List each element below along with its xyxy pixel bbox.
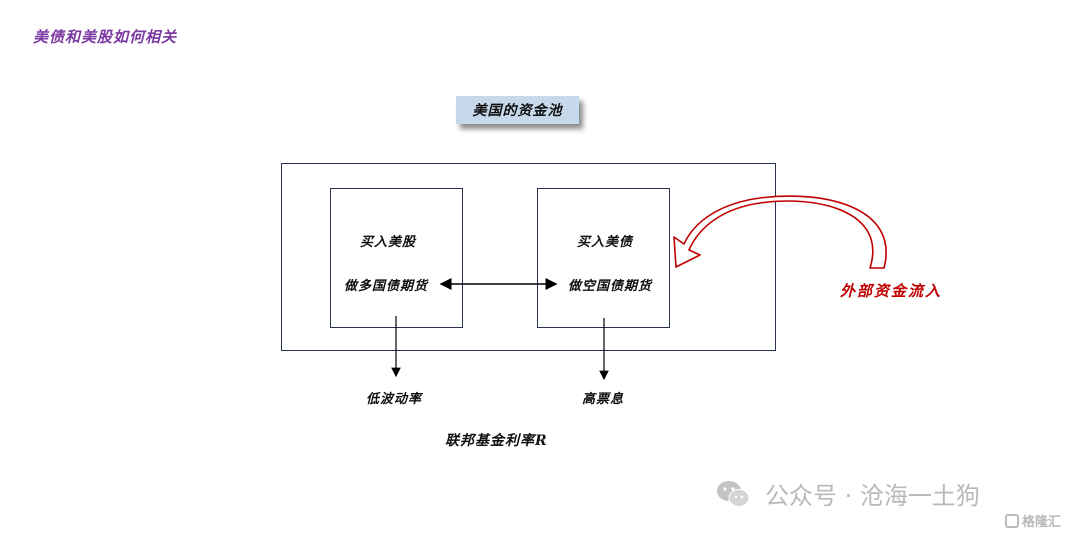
gelonghui-logo-text: 格隆汇 xyxy=(1022,515,1062,530)
high-coupon-label: 高票息 xyxy=(582,392,625,407)
stock-box xyxy=(330,188,463,328)
external-inflow-label: 外部资金流入 xyxy=(840,282,943,300)
gelonghui-logo-icon xyxy=(1005,513,1019,528)
capital-pool-box xyxy=(281,163,776,351)
watermark-text: 公众号 · 沧海一土狗 xyxy=(765,482,980,510)
bond-box xyxy=(537,188,670,328)
watermark: 公众号 · 沧海一土狗 xyxy=(715,476,980,511)
gelonghui-logo: 格隆汇 xyxy=(1005,511,1061,530)
slide-title: 美债和美股如何相关 xyxy=(33,28,178,46)
wechat-icon xyxy=(717,480,750,507)
stock-box-line1: 买入美股 xyxy=(360,235,417,250)
external-inflow-arrow xyxy=(673,195,887,269)
stock-box-line2: 做多国债期货 xyxy=(344,279,429,294)
bond-box-line1: 买入美债 xyxy=(577,235,634,250)
capital-pool-label: 美国的资金池 xyxy=(456,96,579,124)
fed-funds-rate-label: 联邦基金利率R xyxy=(445,433,548,449)
bond-box-line2: 做空国债期货 xyxy=(568,279,653,294)
low-volatility-label: 低波动率 xyxy=(366,392,423,407)
